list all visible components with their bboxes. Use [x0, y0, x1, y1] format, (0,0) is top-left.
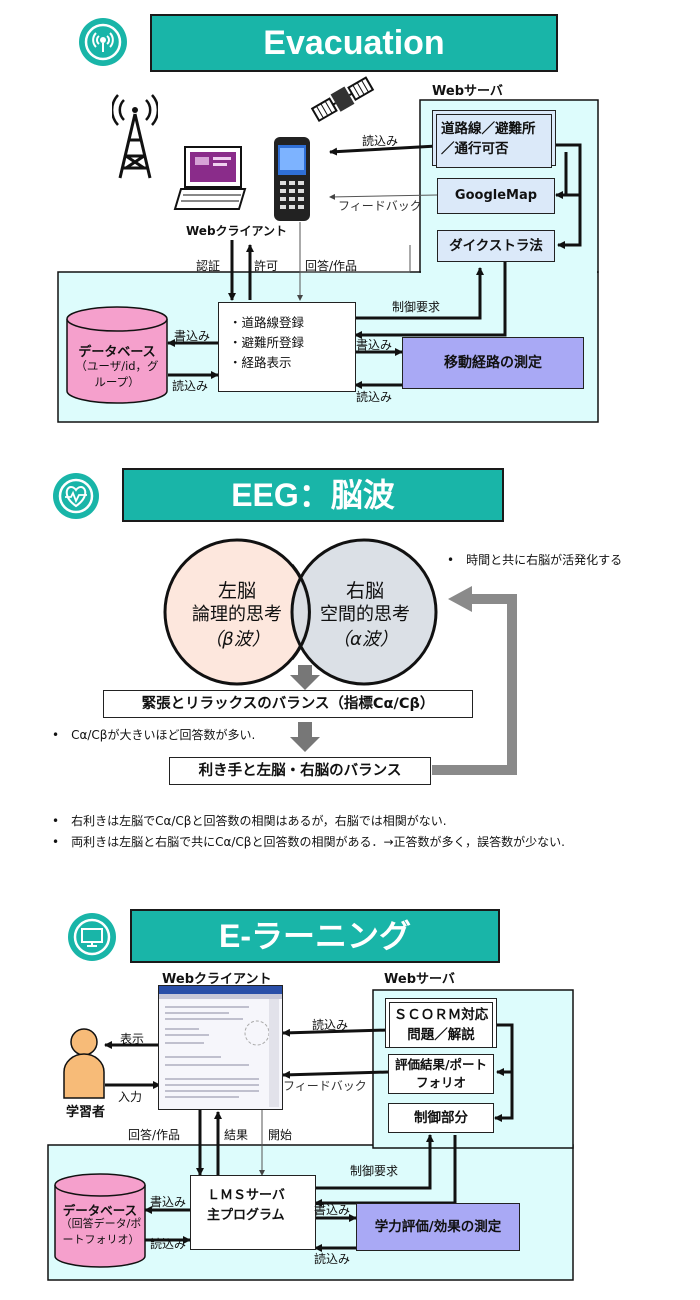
right-brain-circle — [290, 538, 438, 686]
elearn-ctrl-label: 制御要求 — [350, 1164, 399, 1178]
lms-line2: 主プログラム — [207, 1208, 285, 1223]
evac-webserver-label: Webサーバ — [432, 84, 503, 99]
lms-box: ＬＭＳサーバ 主プログラム — [190, 1175, 316, 1250]
elearn-read1-label: 読込み — [150, 1237, 187, 1251]
elearn-answer-label: 回答/作品 — [128, 1128, 181, 1142]
dijkstra-box: ダイクストラ法 — [437, 230, 555, 262]
evac-db-sub: （ユーザ/id，グループ） — [75, 359, 159, 389]
evac-write1-label: 書込み — [174, 329, 211, 343]
broadcast-icon — [79, 18, 127, 66]
right-brain-sub: 空間的思考 — [320, 604, 410, 625]
eeg-note-b2: • 両利きは左脳と右脳で共にCα/Cβと回答数の相関がある．→正答数が多く，誤答… — [52, 835, 565, 849]
laptop-icon — [173, 146, 247, 210]
evac-db-title: データベース — [78, 345, 156, 360]
mobile-phone-icon — [274, 137, 310, 221]
elearn-webclient-label: Webクライアント — [162, 972, 272, 987]
eval-box: 評価結果/ポートフォリオ — [388, 1054, 494, 1094]
main-item-route: ・道路線登録 — [229, 315, 305, 330]
googlemap-box: GoogleMap — [437, 178, 555, 214]
evac-title-banner: Evacuation — [150, 14, 558, 72]
screen-content-graphic — [165, 999, 279, 1107]
hand-balance-box: 利き手と左脳・右脳のバランス — [169, 757, 431, 785]
elearn-measure-box: 学力評価/効果の測定 — [356, 1203, 520, 1251]
heart-rate-icon — [53, 473, 99, 519]
evac-database-cylinder — [66, 306, 168, 404]
elearn-db-title: データベース — [62, 1203, 138, 1218]
elearn-webserver-label: Webサーバ — [384, 972, 455, 987]
route-box: 道路線／避難所／通行可否 — [436, 114, 552, 168]
main-item-display: ・経路表示 — [229, 355, 292, 370]
evac-read1-label: 読込み — [172, 379, 209, 393]
elearn-read-label: 読込み — [312, 1018, 349, 1032]
monitor-icon — [68, 913, 116, 961]
elearn-feedback-label: フィードバック — [283, 1079, 367, 1093]
evac-measure-box: 移動経路の測定 — [402, 337, 584, 389]
elearn-write2-label: 書込み — [314, 1203, 351, 1217]
evac-answer-label: 回答/作品 — [305, 259, 358, 273]
elearn-show-label: 表示 — [120, 1032, 145, 1046]
balance-box: 緊張とリラックスのバランス（指標Cα/Cβ） — [103, 690, 473, 718]
antenna-tower-icon — [112, 94, 158, 179]
eeg-note-top: • 時間と共に右脳が活発化する — [447, 553, 623, 567]
right-brain-wave: （α波） — [332, 629, 398, 650]
evac-feedback-label: フィードバック — [338, 199, 422, 213]
evac-ctrl-label: 制御要求 — [392, 300, 441, 314]
scorm-box: ＳＣＯＲＭ対応問題／解説 — [389, 1002, 493, 1048]
ctrl-part-box: 制御部分 — [388, 1103, 494, 1133]
lms-line1: ＬＭＳサーバ — [207, 1188, 285, 1203]
client-screen-thumbnail — [158, 985, 283, 1110]
elearn-start-label: 開始 — [268, 1128, 293, 1142]
elearn-database-cylinder — [54, 1173, 146, 1268]
eeg-title-banner: EEG：脳波 — [122, 468, 504, 522]
elearn-db-sub: （回答データ/ポートフォリオ） — [60, 1217, 142, 1246]
evac-permit-label: 許可 — [254, 259, 279, 273]
left-brain-label: 左脳 — [217, 580, 256, 602]
evac-write2-label: 書込み — [356, 338, 393, 352]
satellite-icon — [310, 76, 375, 123]
evac-auth-label: 認証 — [196, 259, 221, 273]
evac-webclient-label: Webクライアント — [186, 224, 288, 238]
elearn-input-label: 入力 — [118, 1090, 143, 1104]
learner-label: 学習者 — [66, 1105, 106, 1120]
evac-read2-label: 読込み — [356, 390, 393, 404]
elearn-read2-label: 読込み — [314, 1252, 351, 1266]
eeg-note-mid: • Cα/Cβが大きいほど回答数が多い. — [52, 728, 256, 742]
eeg-note-b1: • 右利きは左脳でCα/Cβと回答数の相関はあるが，右脳では相関がない. — [52, 814, 447, 828]
left-brain-wave: （β波） — [204, 629, 270, 650]
elearn-result-label: 結果 — [224, 1128, 249, 1142]
left-brain-sub: 論理的思考 — [192, 604, 282, 625]
elearn-write1-label: 書込み — [150, 1195, 187, 1209]
learner-person-icon — [63, 1028, 105, 1099]
main-item-shelter: ・避難所登録 — [229, 335, 305, 350]
right-brain-label: 右脳 — [345, 580, 384, 602]
evac-read-label: 読込み — [362, 134, 399, 148]
elearn-title-banner: E-ラーニング — [130, 909, 500, 963]
evac-main-box: ・道路線登録 ・避難所登録 ・経路表示 — [218, 302, 356, 392]
